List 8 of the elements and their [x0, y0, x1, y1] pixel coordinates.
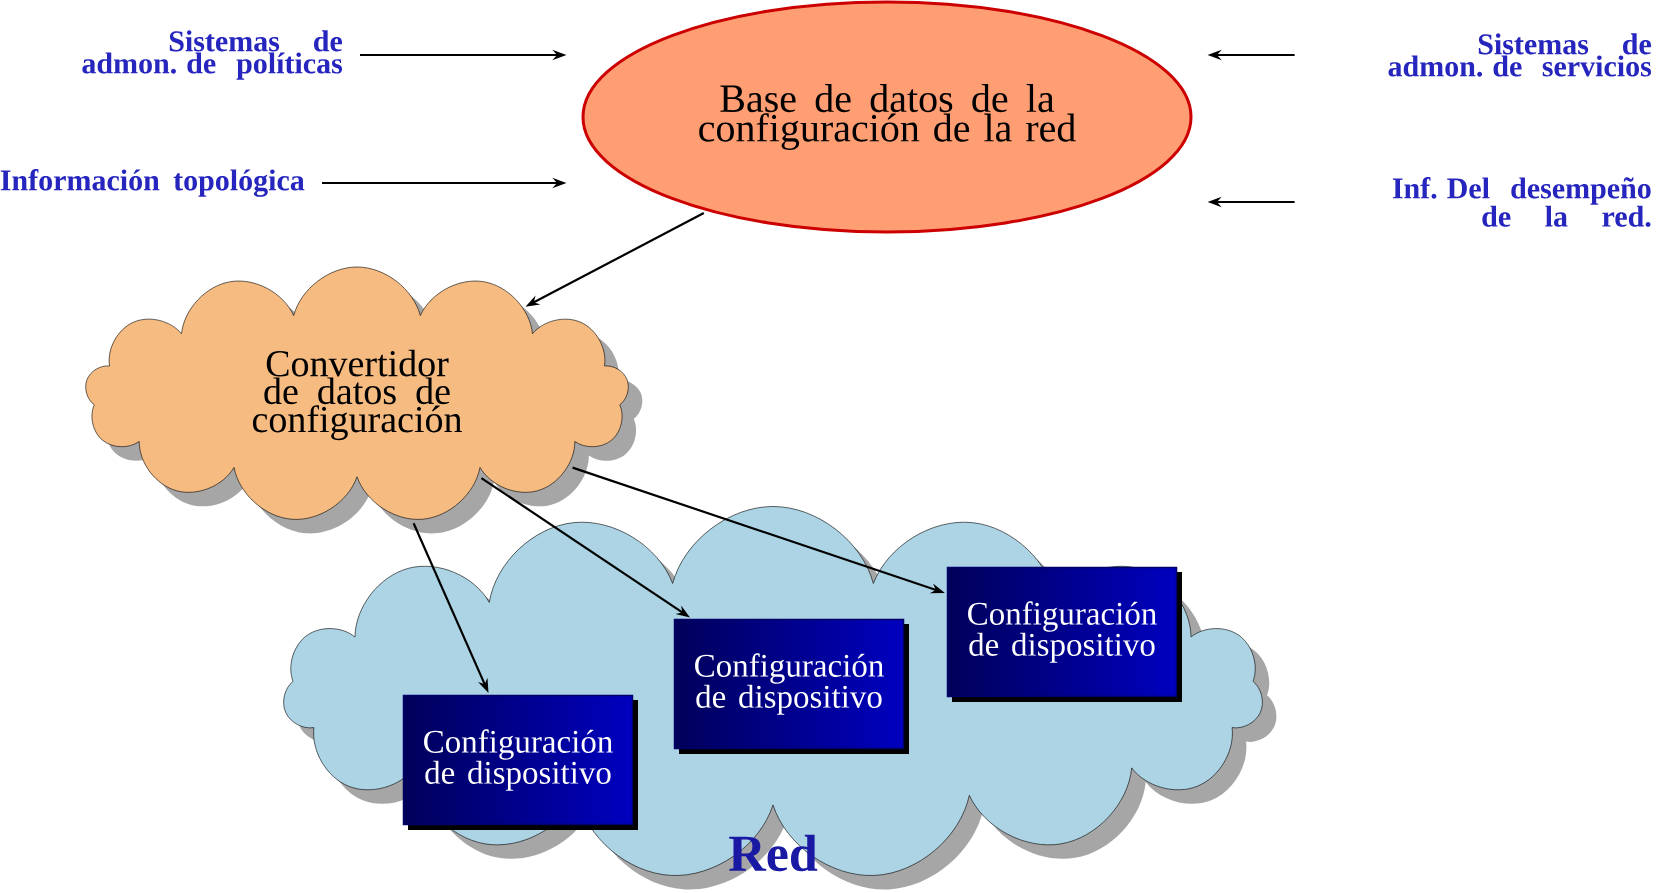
side-label: Sistemas de admon. de servicios	[1388, 33, 1652, 77]
side-label: Información topológica	[0, 169, 305, 197]
device-box: Configuración de dispositivo	[673, 618, 909, 754]
side-label: Inf. Del desempeño de la red.	[1392, 177, 1651, 227]
device-box: Configuración de dispositivo	[402, 694, 638, 830]
converter-cloud: Convertidor de datos de configuración	[85, 266, 643, 534]
device-box: Configuración de dispositivo	[946, 566, 1182, 702]
side-label: Sistemas de admon. de políticas	[82, 30, 343, 80]
